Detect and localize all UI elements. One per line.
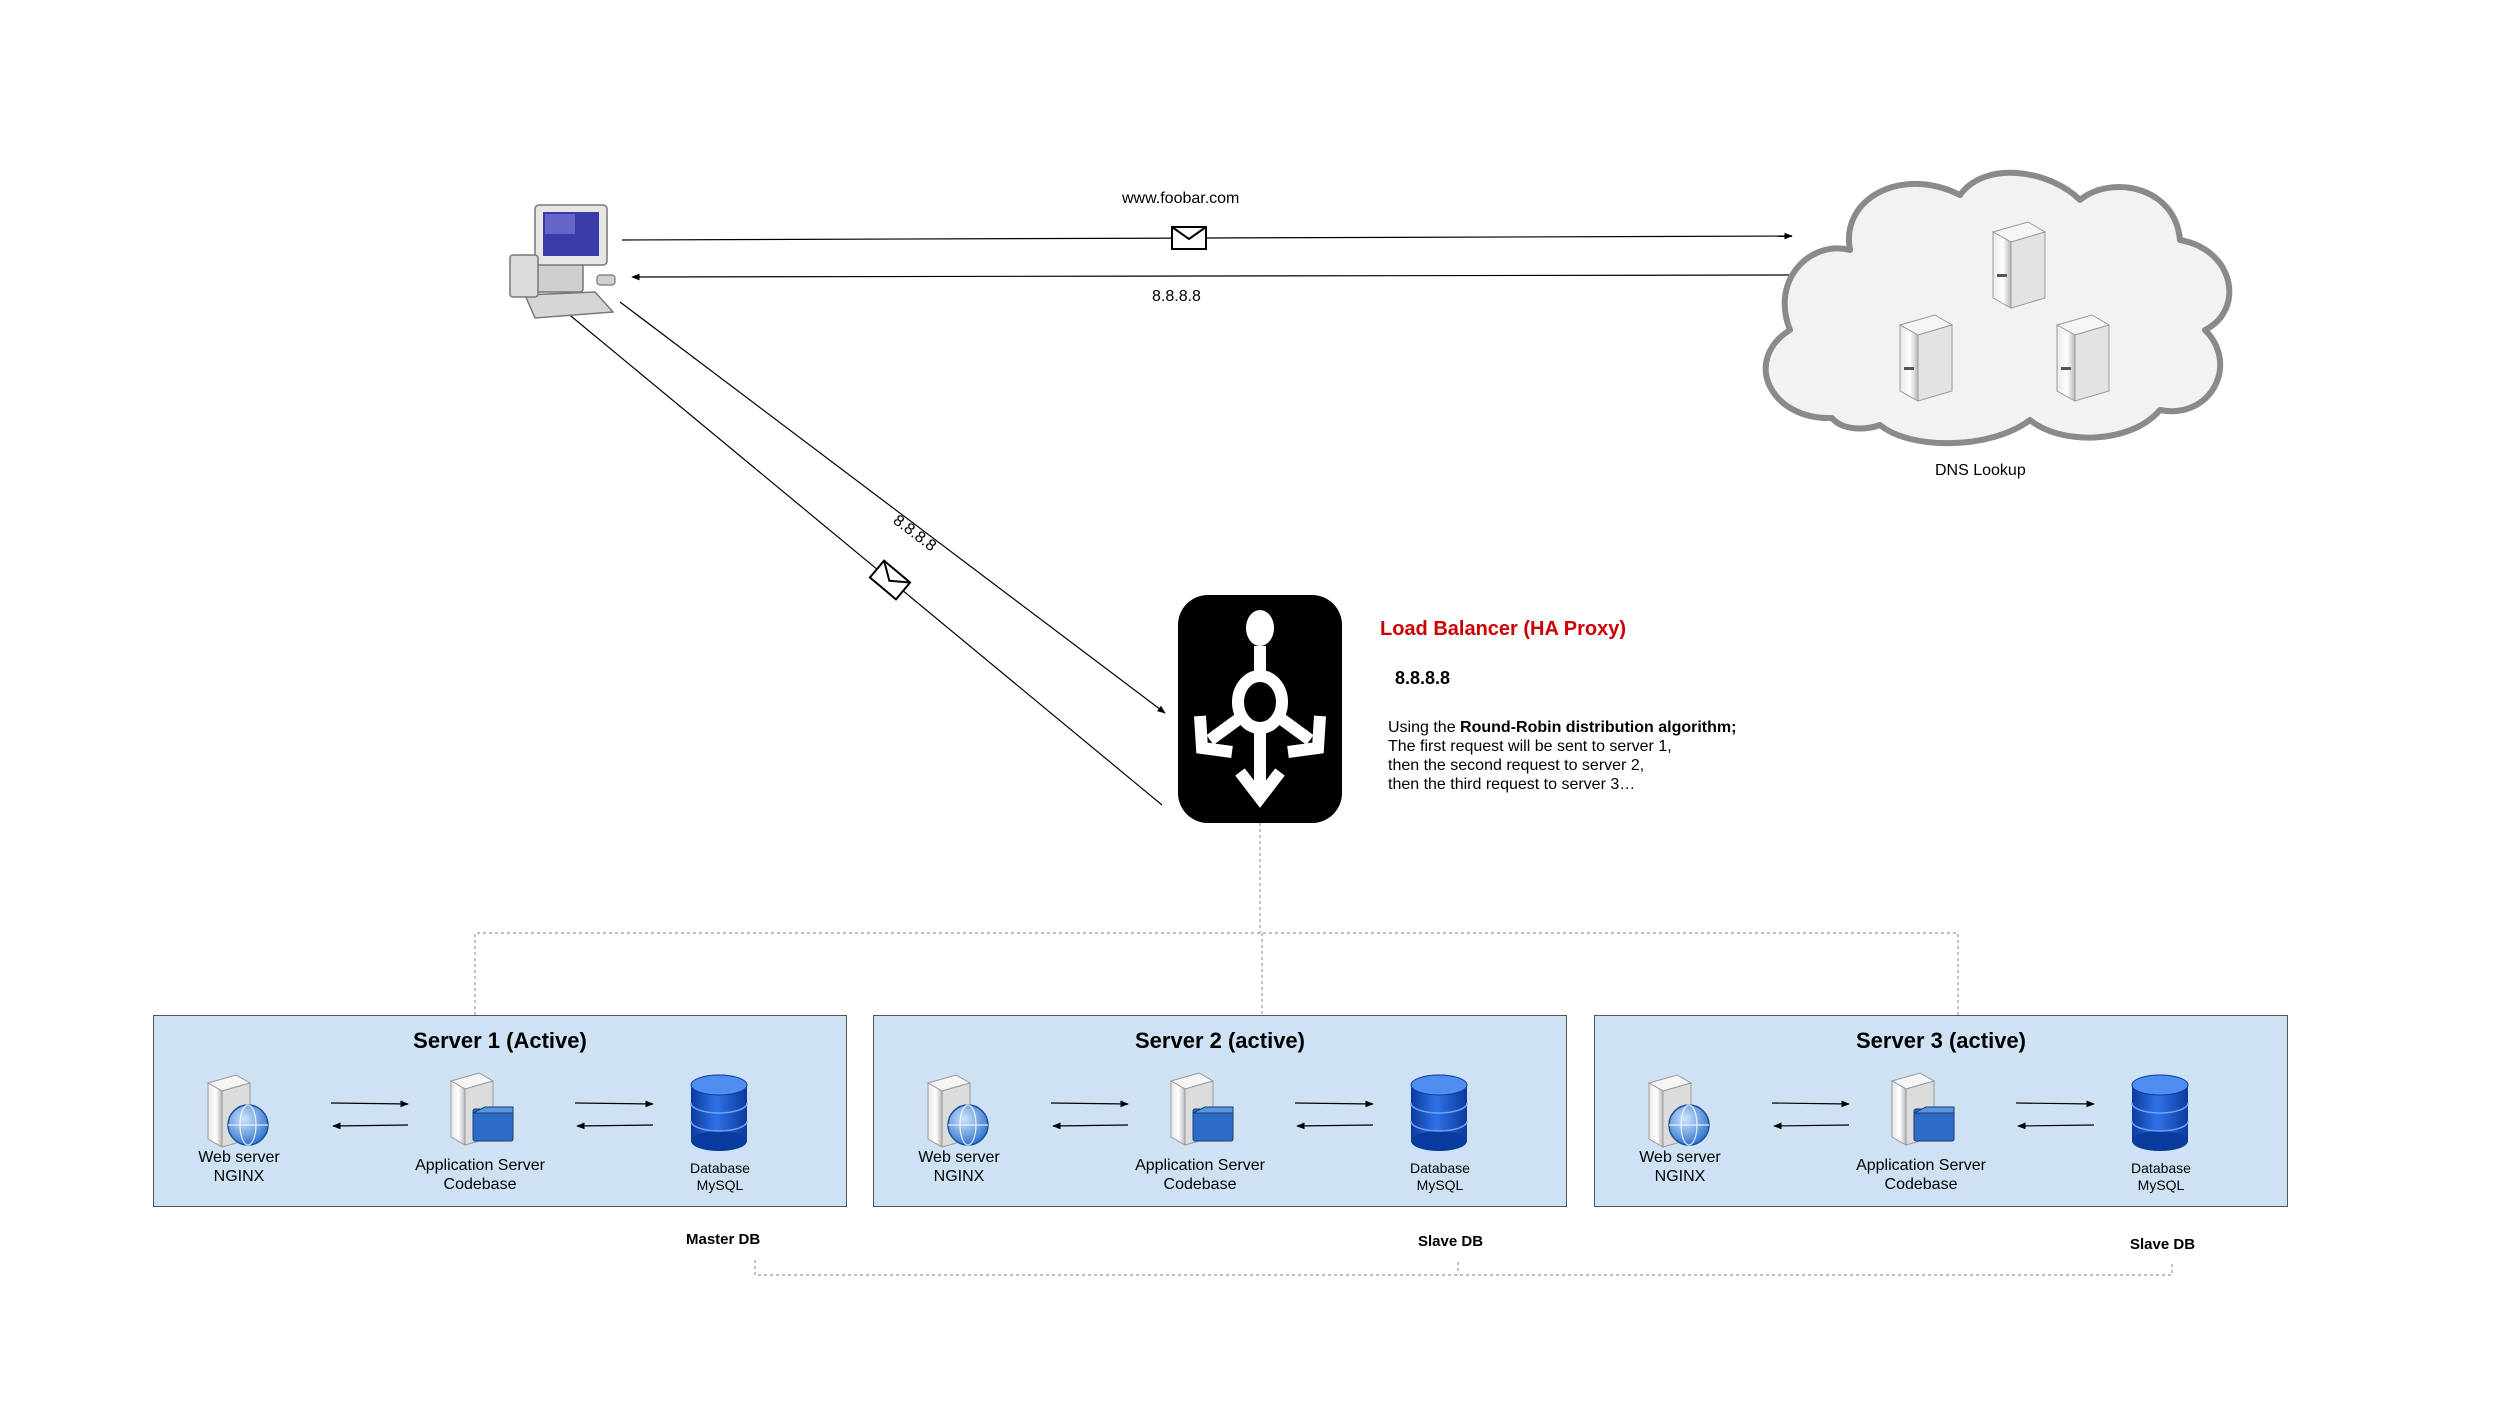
web-server-label: Web server bbox=[918, 1149, 1000, 1166]
app-server-label: Application Server bbox=[1856, 1157, 1986, 1174]
dns-lookup-label: DNS Lookup bbox=[1935, 462, 2026, 479]
load-balancer-title: Load Balancer (HA Proxy) bbox=[1380, 618, 1626, 640]
lb-to-servers-connector bbox=[474, 823, 1959, 1015]
load-balancer-ip: 8.8.8.8 bbox=[1395, 668, 1451, 688]
app-server-label: Application Server bbox=[1135, 1157, 1265, 1174]
db-replication-connector bbox=[754, 1260, 2173, 1276]
web-server-label: Web server bbox=[1639, 1149, 1721, 1166]
app-server-caption: Application Server Codebase bbox=[1115, 1156, 1285, 1194]
slave-db-label: Slave DB bbox=[1418, 1233, 1484, 1250]
web-server-caption: Web server NGINX bbox=[154, 1148, 324, 1186]
app-server-sub: Codebase bbox=[443, 1176, 517, 1193]
load-balancer-description: Using the Round-Robin distribution algor… bbox=[1388, 718, 1736, 794]
database-sub: MySQL bbox=[1416, 1177, 1464, 1193]
lb-desc-line-4: then the third request to server 3… bbox=[1388, 776, 1636, 793]
app-server-caption: Application Server Codebase bbox=[1836, 1156, 2006, 1194]
server-tower-icon bbox=[1898, 314, 1954, 402]
master-db-label: Master DB bbox=[686, 1231, 761, 1248]
database-caption: Database MySQL bbox=[1380, 1160, 1500, 1194]
web-server-sub: NGINX bbox=[213, 1168, 265, 1185]
database-sub: MySQL bbox=[2137, 1177, 2185, 1193]
app-server-caption: Application Server Codebase bbox=[395, 1156, 565, 1194]
desktop-computer-icon bbox=[509, 204, 616, 319]
database-label: Database bbox=[690, 1160, 750, 1176]
server-tower-icon bbox=[1991, 221, 2047, 309]
lb-request-arrow bbox=[619, 301, 1166, 714]
dns-response-label: 8.8.8.8 bbox=[1152, 288, 1201, 305]
lb-desc-line-2: The first request will be sent to server… bbox=[1388, 738, 1672, 755]
envelope-icon bbox=[1171, 226, 1207, 250]
load-balancer-icon bbox=[1178, 595, 1342, 823]
server-tower-icon bbox=[2055, 314, 2111, 402]
server-title: Server 3 (active) bbox=[1856, 1028, 2026, 1053]
database-label: Database bbox=[2131, 1160, 2191, 1176]
web-server-sub: NGINX bbox=[933, 1168, 985, 1185]
app-server-sub: Codebase bbox=[1884, 1176, 1958, 1193]
database-caption: Database MySQL bbox=[2101, 1160, 2221, 1194]
lb-response-arrow bbox=[559, 306, 1163, 806]
dns-request-label: www.foobar.com bbox=[1122, 190, 1240, 207]
lb-desc-line-3: then the second request to server 2, bbox=[1388, 757, 1645, 774]
server-title: Server 2 (active) bbox=[1135, 1028, 1305, 1053]
database-label: Database bbox=[1410, 1160, 1470, 1176]
web-server-label: Web server bbox=[198, 1149, 280, 1166]
envelope-icon bbox=[868, 559, 912, 601]
database-sub: MySQL bbox=[696, 1177, 744, 1193]
web-server-caption: Web server NGINX bbox=[1595, 1148, 1765, 1186]
slave-db-label: Slave DB bbox=[2130, 1236, 2196, 1253]
server-title: Server 1 (Active) bbox=[413, 1028, 587, 1053]
web-server-sub: NGINX bbox=[1654, 1168, 1706, 1185]
app-server-label: Application Server bbox=[415, 1157, 545, 1174]
web-server-caption: Web server NGINX bbox=[874, 1148, 1044, 1186]
lb-desc-line-1: Using the Round-Robin distribution algor… bbox=[1388, 719, 1737, 736]
database-caption: Database MySQL bbox=[660, 1160, 780, 1194]
app-server-sub: Codebase bbox=[1163, 1176, 1237, 1193]
dns-response-arrow bbox=[631, 273, 1791, 281]
cloud-icon bbox=[1762, 169, 2233, 447]
